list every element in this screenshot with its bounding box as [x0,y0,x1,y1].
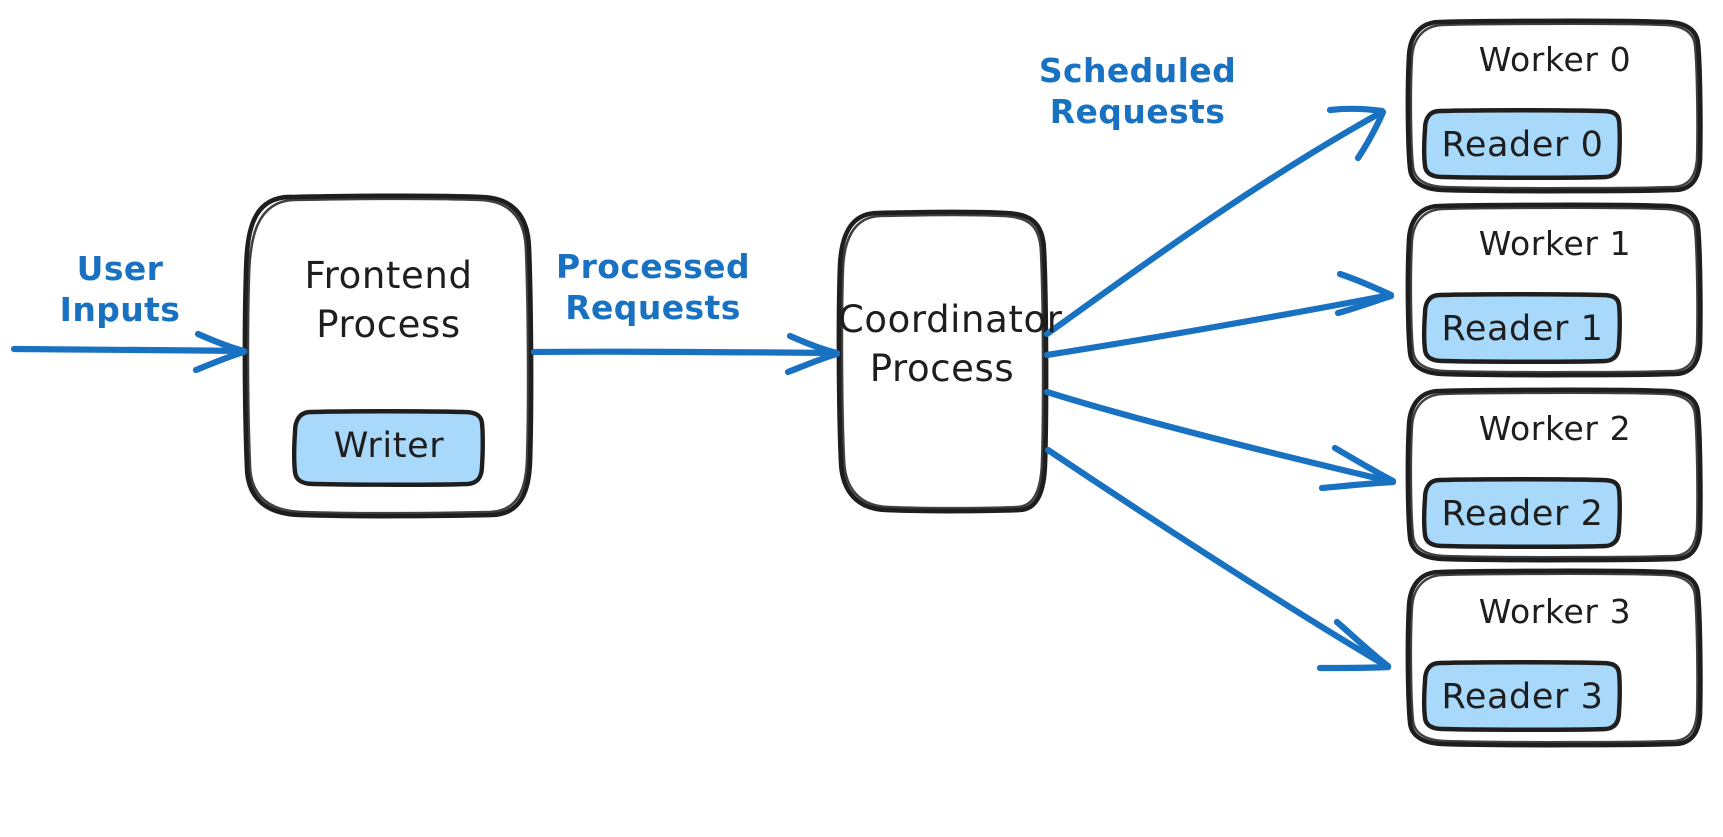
arrow-to-worker-2 [1043,388,1397,492]
reader-2-chip-box[interactable] [1422,477,1622,549]
reader-1-chip-box[interactable] [1422,292,1622,364]
arrow-to-worker-0 [1043,105,1387,338]
arrow-to-worker-3 [1044,446,1392,672]
coordinator-process-box[interactable] [836,209,1049,514]
arrow-user-inputs [10,330,248,374]
reader-0-chip-box[interactable] [1422,108,1622,180]
writer-chip-box[interactable] [292,409,485,487]
arrow-processed-requests [530,332,841,376]
reader-3-chip-box[interactable] [1422,660,1622,732]
arrow-to-worker-1 [1043,270,1395,359]
